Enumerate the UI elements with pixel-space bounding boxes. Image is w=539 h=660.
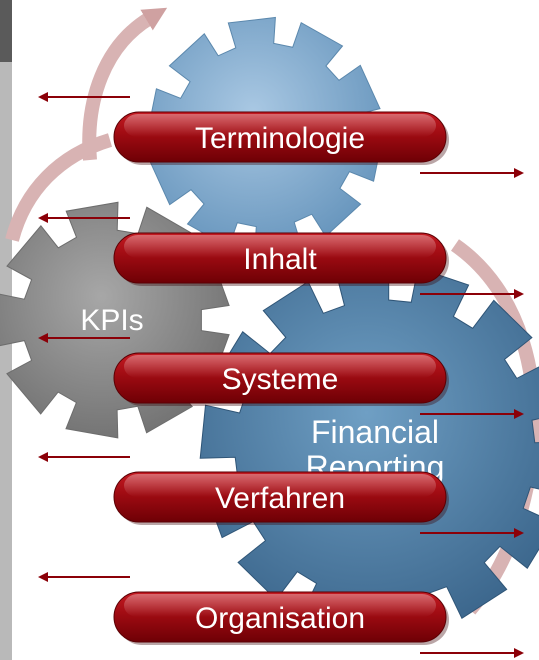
curved-arrow-top <box>82 7 168 161</box>
pill-shine-5 <box>124 594 436 617</box>
pill-row-3: Systeme <box>38 333 524 419</box>
pill-shine-2 <box>124 235 436 258</box>
left-frame-bar-dark <box>0 0 12 62</box>
pill-shine-4 <box>124 474 436 497</box>
pill-row-1: Terminologie <box>38 92 524 178</box>
pill-label-4: Verfahren <box>215 482 345 515</box>
pill-label-2: Inhalt <box>243 243 317 276</box>
pill-shine-3 <box>124 355 436 378</box>
pill-label-3: Systeme <box>222 363 339 396</box>
curved-arrow-left <box>5 133 113 242</box>
pill-row-4: Verfahren <box>38 452 524 538</box>
pill-shine-1 <box>124 114 436 137</box>
pill-label-5: Organisation <box>195 602 365 635</box>
pill-row-2: Inhalt <box>38 213 524 299</box>
gear-right-label-line1: Financial <box>311 414 439 450</box>
pill-row-5: Organisation <box>38 572 524 658</box>
gear-left-label: KPIs <box>80 304 143 337</box>
pill-label-1: Terminologie <box>195 122 365 155</box>
